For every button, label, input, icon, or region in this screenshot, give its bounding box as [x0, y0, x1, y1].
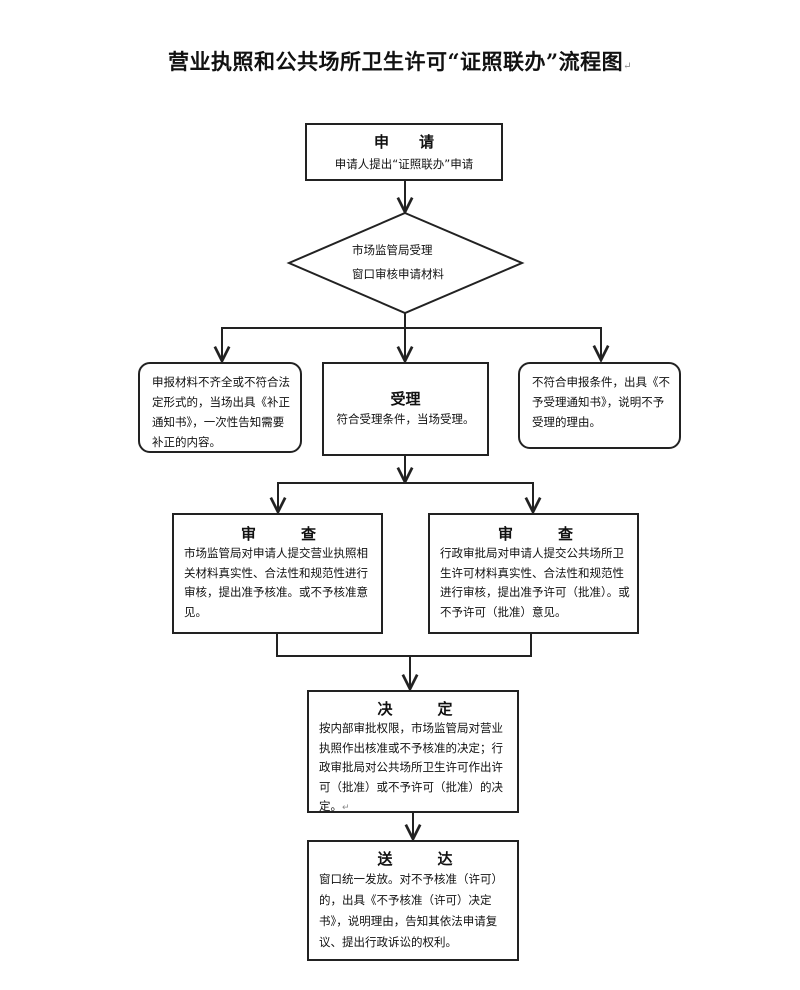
decision-box: 决 定 按内部审批权限，市场监管局对营业执照作出核准或不予核准的决定；行政审批局…	[307, 690, 519, 813]
review-admin-heading: 审 查	[497, 525, 573, 543]
delivery-heading: 送 达	[377, 850, 453, 868]
apply-heading: 申 请	[373, 133, 434, 151]
review-market-box: 审 查 市场监管局对申请人提交营业执照相关材料真实性、合法性和规范性进行审核，提…	[172, 513, 383, 634]
review-admin-box: 审 查 行政审批局对申请人提交公共场所卫生许可材料真实性、合法性和规范性进行审核…	[428, 513, 639, 634]
decision-text: 按内部审批权限，市场监管局对营业执照作出核准或不予核准的决定；行政审批局对公共场…	[319, 721, 503, 813]
accepted-box: 受理 符合受理条件，当场受理。	[322, 362, 489, 456]
accepted-heading: 受理	[390, 390, 421, 408]
incomplete-materials-text: 申报材料不齐全或不符合法定形式的，当场出具《补正通知书》，一次性告知需要补正的内…	[152, 375, 290, 449]
review-market-heading: 审 查	[240, 525, 316, 543]
decision-heading: 决 定	[377, 700, 453, 718]
decision-body: 按内部审批权限，市场监管局对营业执照作出核准或不予核准的决定；行政审批局对公共场…	[319, 719, 511, 819]
connector-branch-bar	[221, 327, 602, 361]
delivery-text: 窗口统一发放。对不予核准（许可）的，出具《不予核准（许可）决定书》，说明理由，告…	[319, 872, 503, 949]
rejected-text: 不符合申报条件，出具《不予受理通知书》，说明不予受理的理由。	[532, 375, 670, 429]
connector-merge-bar	[276, 633, 532, 657]
accept-decision-text: 市场监管局受理 窗口审核申请材料	[352, 238, 444, 286]
incomplete-materials-box: 申报材料不齐全或不符合法定形式的，当场出具《补正通知书》，一次性告知需要补正的内…	[138, 362, 302, 453]
delivery-box: 送 达 窗口统一发放。对不予核准（许可）的，出具《不予核准（许可）决定书》，说明…	[307, 840, 519, 961]
paragraph-mark-icon: ↵	[623, 61, 633, 72]
apply-box: 申 请 申请人提出“证照联办”申请	[305, 123, 503, 181]
accept-decision-line1: 市场监管局受理	[352, 243, 433, 257]
accepted-text: 符合受理条件，当场受理。	[336, 412, 475, 426]
accept-decision-line2: 窗口审核申请材料	[352, 267, 444, 281]
title-text: 营业执照和公共场所卫生许可“证照联办”流程图	[167, 49, 624, 74]
connector-review-bar	[277, 482, 534, 512]
review-admin-text: 行政审批局对申请人提交公共场所卫生许可材料真实性、合法性和规范性进行审核，提出准…	[440, 546, 630, 619]
apply-text: 申请人提出“证照联办”申请	[334, 157, 474, 171]
review-market-text: 市场监管局对申请人提交营业执照相关材料真实性、合法性和规范性进行审核，提出准予核…	[184, 546, 368, 619]
rejected-box: 不符合申报条件，出具《不予受理通知书》，说明不予受理的理由。	[518, 362, 681, 449]
page-title: 营业执照和公共场所卫生许可“证照联办”流程图↵	[0, 46, 800, 76]
paragraph-mark-icon: ↵	[342, 803, 350, 813]
